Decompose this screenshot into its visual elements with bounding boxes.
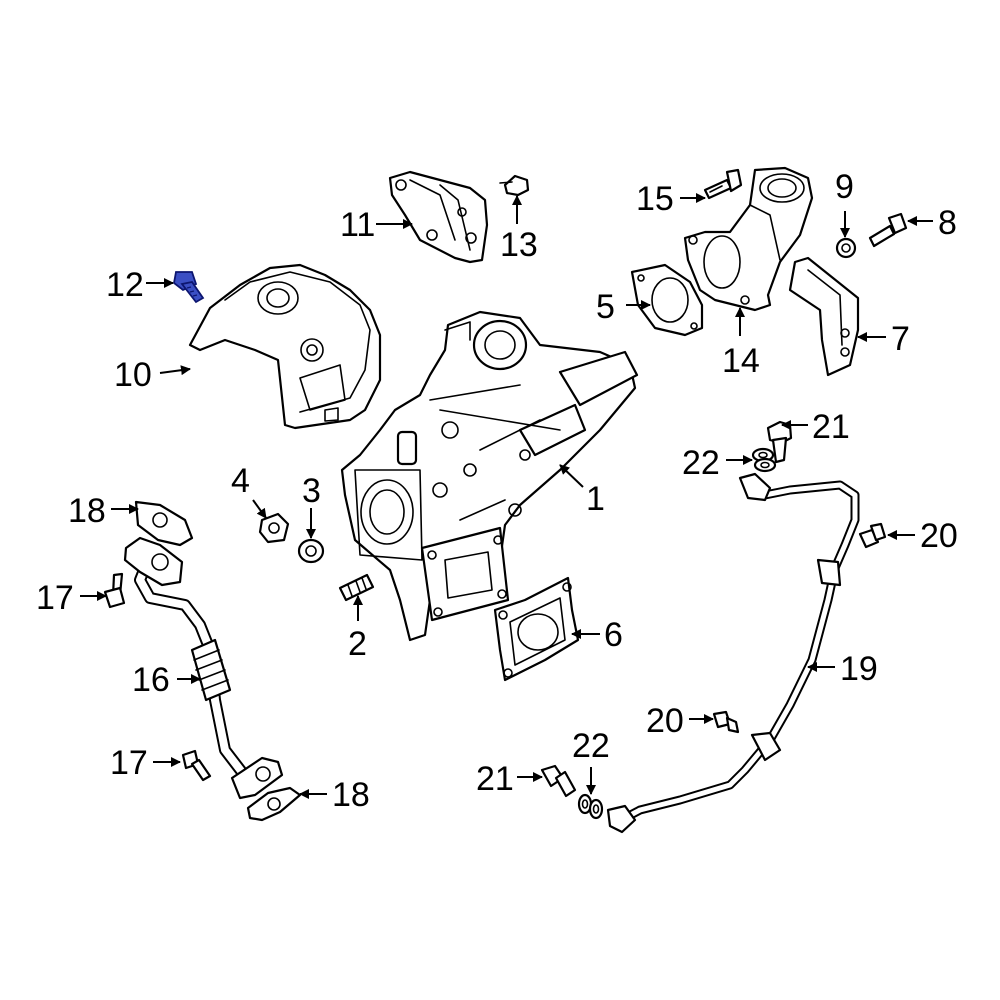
- bolt-17-lower[interactable]: [181, 749, 212, 782]
- callout-13: 13: [500, 226, 538, 264]
- callout-20-upper: 20: [920, 517, 958, 555]
- callout-3: 3: [302, 472, 321, 510]
- turbo-outlet-elbow[interactable]: [683, 166, 814, 312]
- heat-shield[interactable]: [188, 263, 382, 430]
- leader-lines: [80, 193, 933, 799]
- callout-17-lower: 17: [110, 744, 148, 782]
- callout-15: 15: [636, 180, 674, 218]
- oil-feed-line[interactable]: [606, 472, 860, 834]
- callout-19: 19: [840, 650, 878, 688]
- turbocharger[interactable]: [340, 310, 639, 642]
- callout-2: 2: [348, 625, 367, 663]
- bolt-17-upper[interactable]: [103, 572, 126, 609]
- bracket-7[interactable]: [788, 256, 860, 377]
- callout-20-lower: 20: [646, 702, 684, 740]
- callout-4: 4: [231, 462, 250, 500]
- callout-1: 1: [586, 480, 605, 518]
- nut-4[interactable]: [258, 512, 290, 544]
- washers-22-lower[interactable]: [577, 793, 604, 820]
- banjo-bolt-21-lower[interactable]: [540, 764, 577, 798]
- callout-12: 12: [106, 266, 144, 304]
- bolt-13[interactable]: [499, 174, 530, 197]
- washer-9[interactable]: [835, 237, 857, 259]
- gasket-18-upper[interactable]: [134, 500, 194, 547]
- callout-5: 5: [596, 288, 615, 326]
- callout-14: 14: [722, 342, 760, 380]
- callout-22-upper: 22: [682, 444, 720, 482]
- callout-18-lower: 18: [332, 776, 370, 814]
- gasket-6[interactable]: [493, 576, 580, 682]
- oil-return-tube[interactable]: [123, 536, 284, 800]
- gasket-5[interactable]: [630, 263, 704, 337]
- callout-8: 8: [938, 204, 957, 242]
- callout-21-upper: 21: [812, 408, 850, 446]
- callout-21-lower: 21: [476, 760, 514, 798]
- bolt-20-upper[interactable]: [858, 522, 887, 549]
- callout-6: 6: [604, 616, 623, 654]
- bolt-20-lower[interactable]: [712, 710, 740, 734]
- callout-labels: 1 2 3 4 5 6 7 8 9 10 11 12 13 14 15 16 1…: [36, 168, 958, 814]
- stud-2[interactable]: [338, 573, 375, 602]
- nut-3[interactable]: [297, 538, 325, 564]
- callout-18-upper: 18: [68, 492, 106, 530]
- callout-10: 10: [114, 356, 152, 394]
- callout-22-lower: 22: [572, 727, 610, 765]
- gasket-18-lower[interactable]: [246, 786, 302, 822]
- bolt-highlighted[interactable]: [173, 271, 205, 304]
- callout-16: 16: [132, 661, 170, 699]
- washers-22-upper[interactable]: [751, 447, 777, 473]
- bolt-15[interactable]: [703, 168, 743, 200]
- callout-17-upper: 17: [36, 579, 74, 617]
- turbo-bracket[interactable]: [388, 170, 489, 264]
- callout-11: 11: [340, 206, 375, 244]
- bolt-8[interactable]: [868, 212, 908, 248]
- callout-9: 9: [835, 168, 854, 206]
- callout-7: 7: [891, 320, 910, 358]
